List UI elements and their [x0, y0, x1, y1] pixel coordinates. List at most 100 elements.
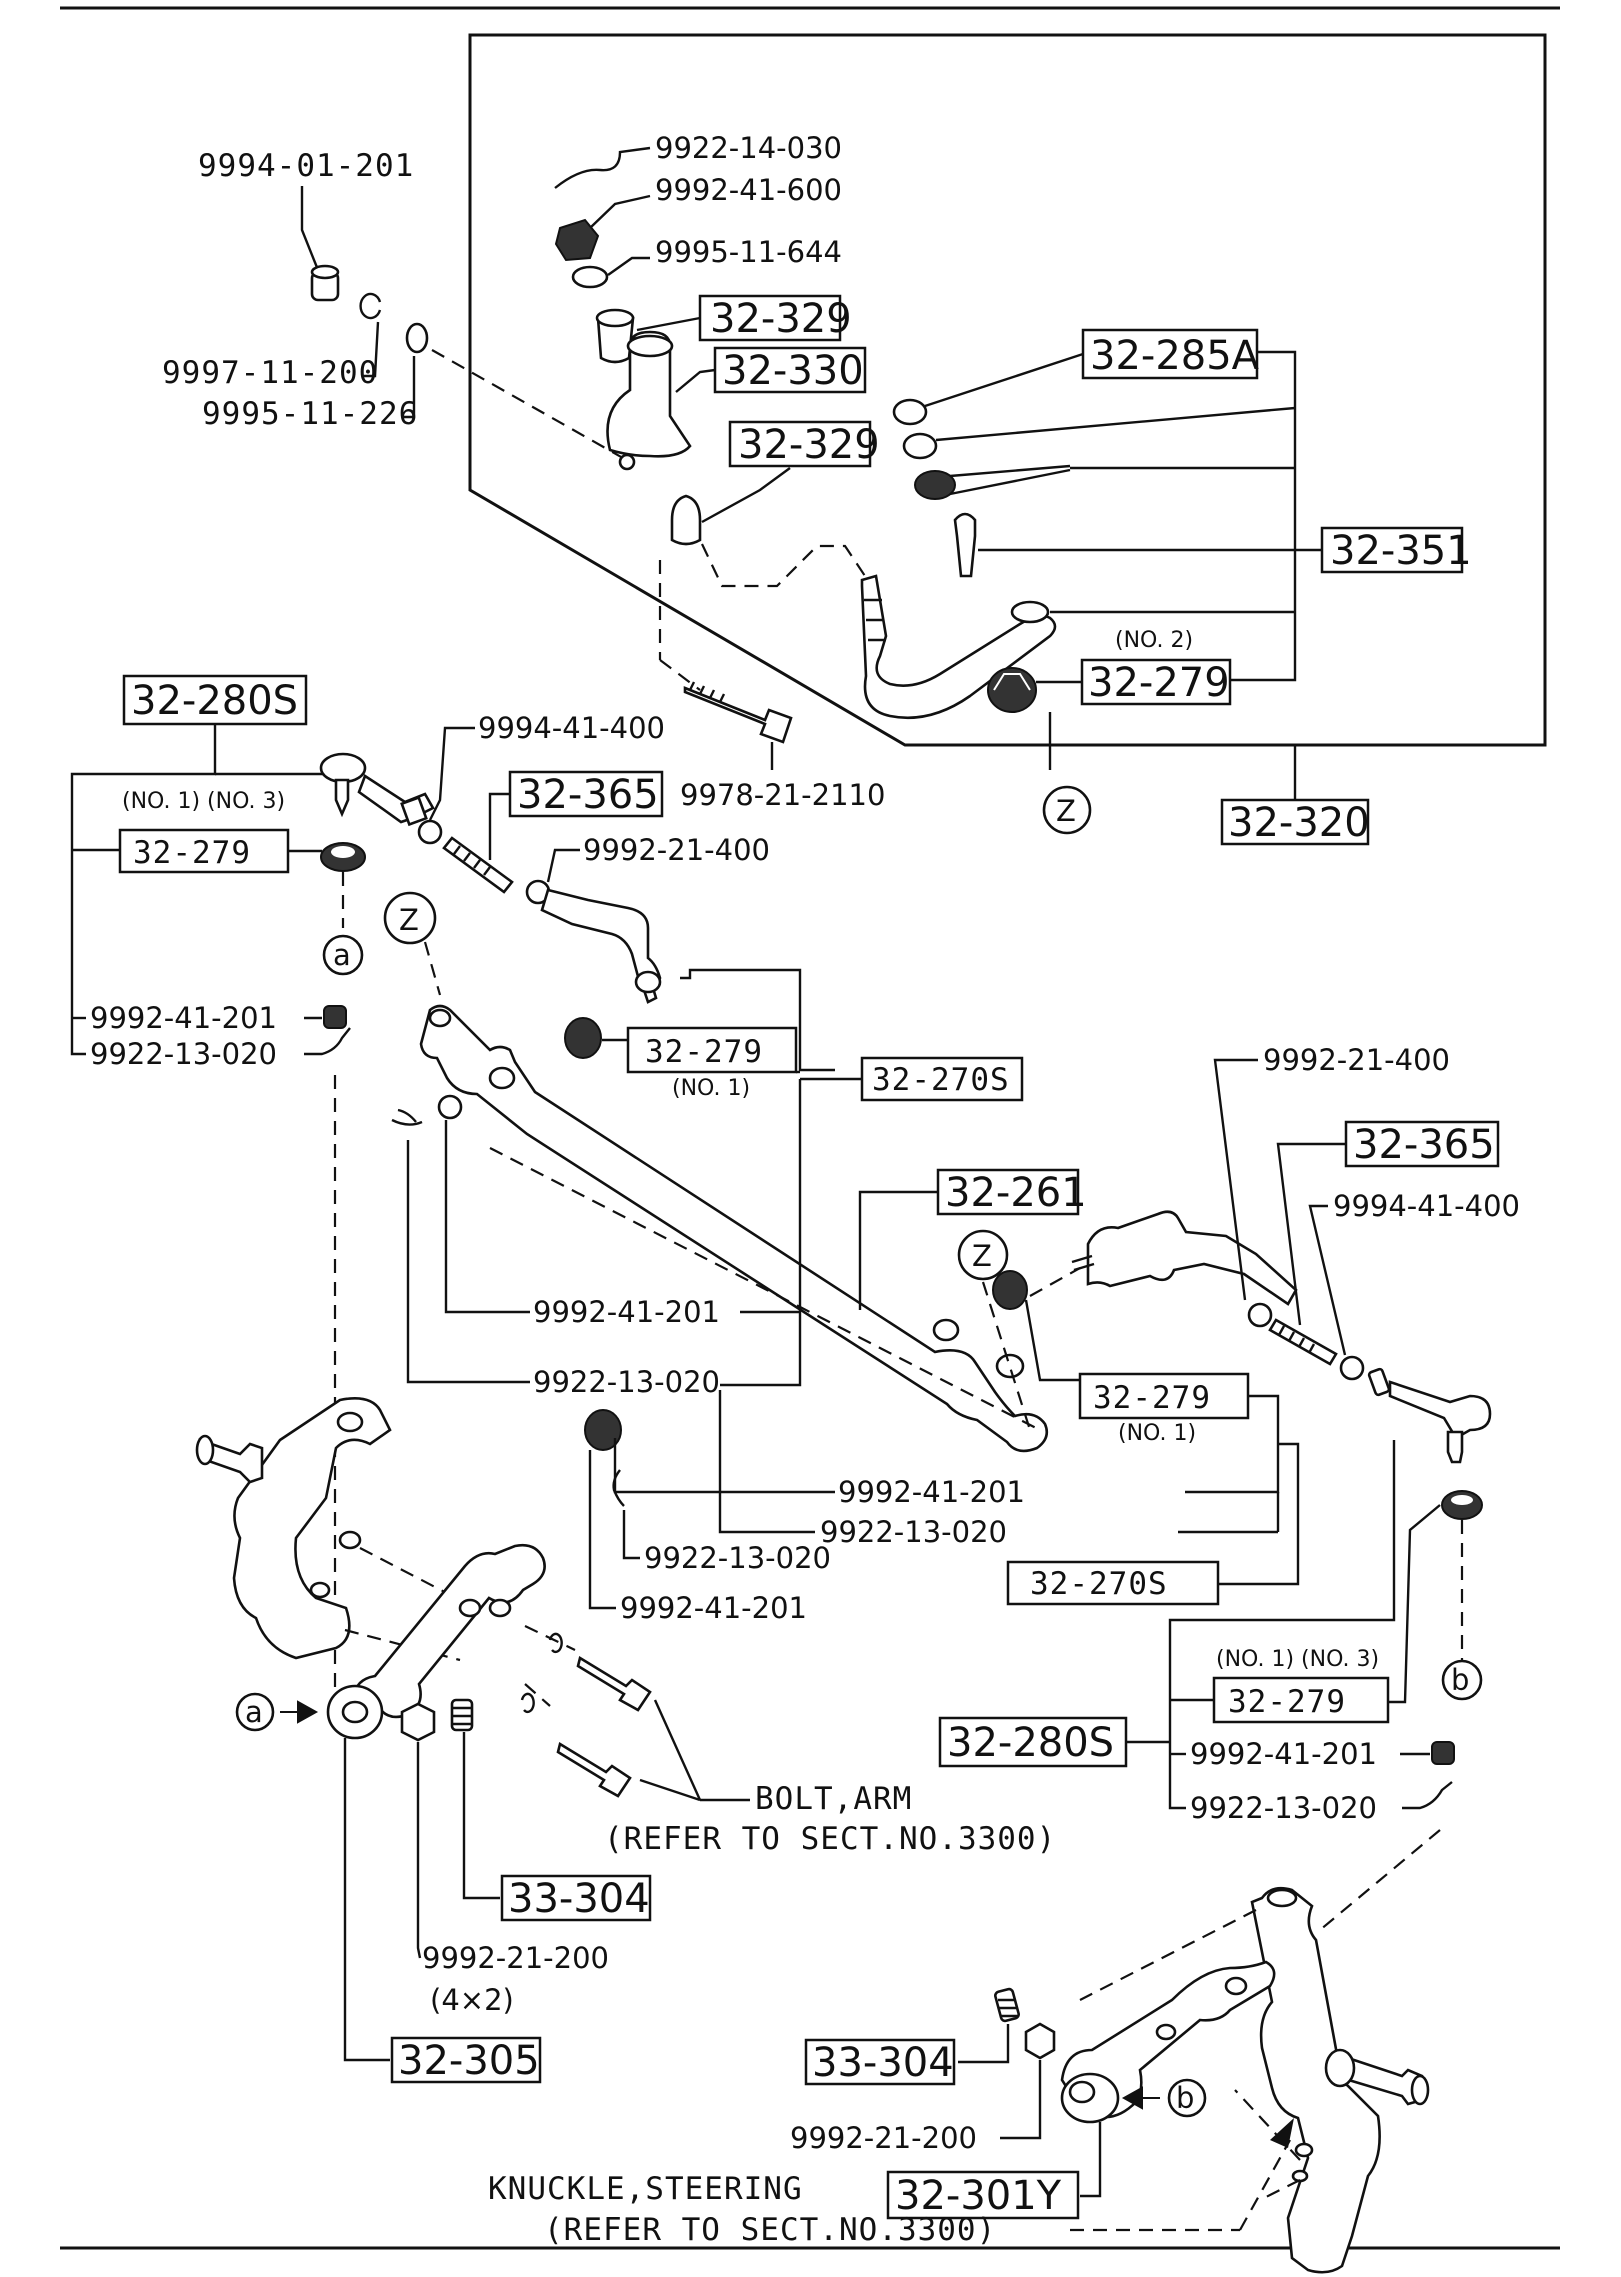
label-32-330: 32-330: [722, 348, 864, 394]
leader: [546, 848, 580, 883]
ref-a-bottom: a: [245, 1695, 263, 1729]
label-9994-01-201: 9994-01-201: [198, 148, 414, 184]
label-9992-41-201-mid: 9992-41-201: [533, 1295, 720, 1329]
hex-nut-icon: [400, 1702, 436, 1742]
ref-circle-z-left: [383, 891, 437, 945]
bracket-32-270S-bottom-outer: [1218, 1442, 1300, 1586]
leader: [701, 467, 791, 524]
ref-b-right: b: [1451, 1663, 1469, 1697]
castle-nut-icon: [987, 667, 1037, 713]
washer-icon: [520, 1692, 535, 1714]
leader: [1213, 1058, 1258, 1301]
label-9922-13-020-left: 9922-13-020: [90, 1037, 277, 1071]
leader: [607, 256, 650, 276]
nut-icon: [310, 264, 340, 302]
box-32-329-mid: [728, 420, 872, 468]
hex-nut-icon: [1024, 2022, 1056, 2060]
leader: [622, 1510, 640, 1560]
arrow-right-icon: [280, 1700, 319, 1724]
ref-z-top: Z: [1056, 794, 1076, 828]
leader: [1024, 1299, 1080, 1382]
leader: [402, 356, 416, 419]
label-no1-center: (NO. 1): [672, 1076, 750, 1101]
leader: [1276, 1142, 1346, 1326]
label-32-305: 32-305: [398, 2038, 540, 2084]
leader: [636, 316, 701, 332]
arrow-left-icon: [1121, 2086, 1160, 2110]
ref-circle-a-bottom: [235, 1692, 275, 1732]
label-no1-right: (NO. 1): [1118, 1421, 1196, 1446]
outer-tie-rod-icon: [1071, 1210, 1298, 1306]
leader: [343, 1738, 390, 2062]
steering-knuckle-left-icon: [195, 1397, 392, 1660]
ref-z-right: Z: [972, 1239, 992, 1273]
bushing-icon: [670, 494, 702, 546]
bracket-32-270S-top: [680, 968, 835, 1072]
leader: [300, 186, 320, 271]
leader: [462, 1732, 500, 1900]
idler-arm-assembly-frame: [468, 33, 1547, 747]
box-32-270S-top: [860, 1056, 1024, 1102]
label-9994-41-400-left: 9994-41-400: [478, 711, 665, 745]
label-no1no3-left: (NO. 1) (NO. 3): [122, 789, 285, 814]
box-32-270S-bottom: [1006, 1560, 1220, 1606]
cotter-pin-icon: [391, 1108, 423, 1126]
leader: [958, 2024, 1010, 2064]
label-9922-13-020-right: 9922-13-020: [820, 1515, 1007, 1549]
boot-seal-icon: [320, 842, 366, 872]
dashed-leader: [981, 1281, 1032, 1431]
nut-icon: [437, 1094, 463, 1120]
label-32-279-no2: 32-279: [1088, 660, 1230, 706]
dashed-leader: [1239, 2139, 1291, 2231]
ref-b-bottom: b: [1176, 2081, 1194, 2115]
center-link-icon: [419, 1004, 1049, 1453]
bracket-32-270S-bottom: [1248, 1394, 1280, 1494]
stud-icon: [450, 1698, 474, 1732]
castle-nut-icon: [992, 1270, 1028, 1310]
box-32-279-center: [626, 1026, 798, 1074]
dashed-leader: [1259, 2179, 1301, 2201]
leader: [935, 406, 1296, 442]
box-32-261: [936, 1168, 1080, 1216]
bushing-arm-icon: [914, 464, 1071, 500]
label-9992-41-201-right: 9992-41-201: [838, 1475, 1025, 1509]
label-32-279-br: 32-279: [1228, 1684, 1346, 1720]
ref-circle-b-right: [1441, 1659, 1483, 1701]
idler-arm-icon: [860, 574, 1057, 720]
dashed-leader: [423, 941, 442, 996]
dashed-leader: [524, 1625, 576, 1651]
label-qty-4x2: (4×2): [430, 1983, 514, 2017]
label-32-351: 32-351: [1330, 528, 1472, 574]
ref-circle-z: [1042, 785, 1092, 835]
label-9995-11-226: 9995-11-226: [202, 396, 418, 432]
knuckle-arm-left-icon: [326, 1543, 546, 1740]
label-9992-21-400-right: 9992-21-400: [1263, 1043, 1450, 1077]
boot-seal-icon: [1441, 1490, 1483, 1520]
bolt-icon: [683, 681, 793, 744]
knuckle-arm-right-icon: [1060, 1960, 1276, 2124]
label-9978-21-2110: 9978-21-2110: [680, 778, 885, 812]
box-32-280S-left: [122, 674, 308, 726]
nut-icon: [1339, 1355, 1365, 1381]
leader: [858, 1190, 938, 1310]
label-9992-41-201-low: 9992-41-201: [620, 1591, 807, 1625]
label-9994-41-400-right: 9994-41-400: [1333, 1189, 1520, 1223]
label-32-261: 32-261: [945, 1170, 1087, 1216]
seal-icon: [892, 398, 928, 426]
adjusting-tube-icon: [442, 836, 514, 894]
dashed-leader: [1079, 1909, 1257, 2001]
label-32-365-left: 32-365: [517, 772, 659, 818]
dashed-leader: [659, 659, 701, 691]
nut-icon: [1247, 1302, 1273, 1328]
dashed-leader: [489, 1147, 1041, 1431]
leader: [613, 1438, 835, 1494]
washer-icon: [359, 292, 429, 354]
box-33-304-left: [500, 1874, 652, 1922]
label-9997-11-200: 9997-11-200: [162, 355, 378, 391]
box-32-365-left: [508, 770, 664, 818]
leader: [1308, 1204, 1347, 1356]
nut-icon: [323, 1005, 347, 1029]
box-32-279-br: [1212, 1676, 1390, 1724]
leader: [924, 352, 1084, 408]
